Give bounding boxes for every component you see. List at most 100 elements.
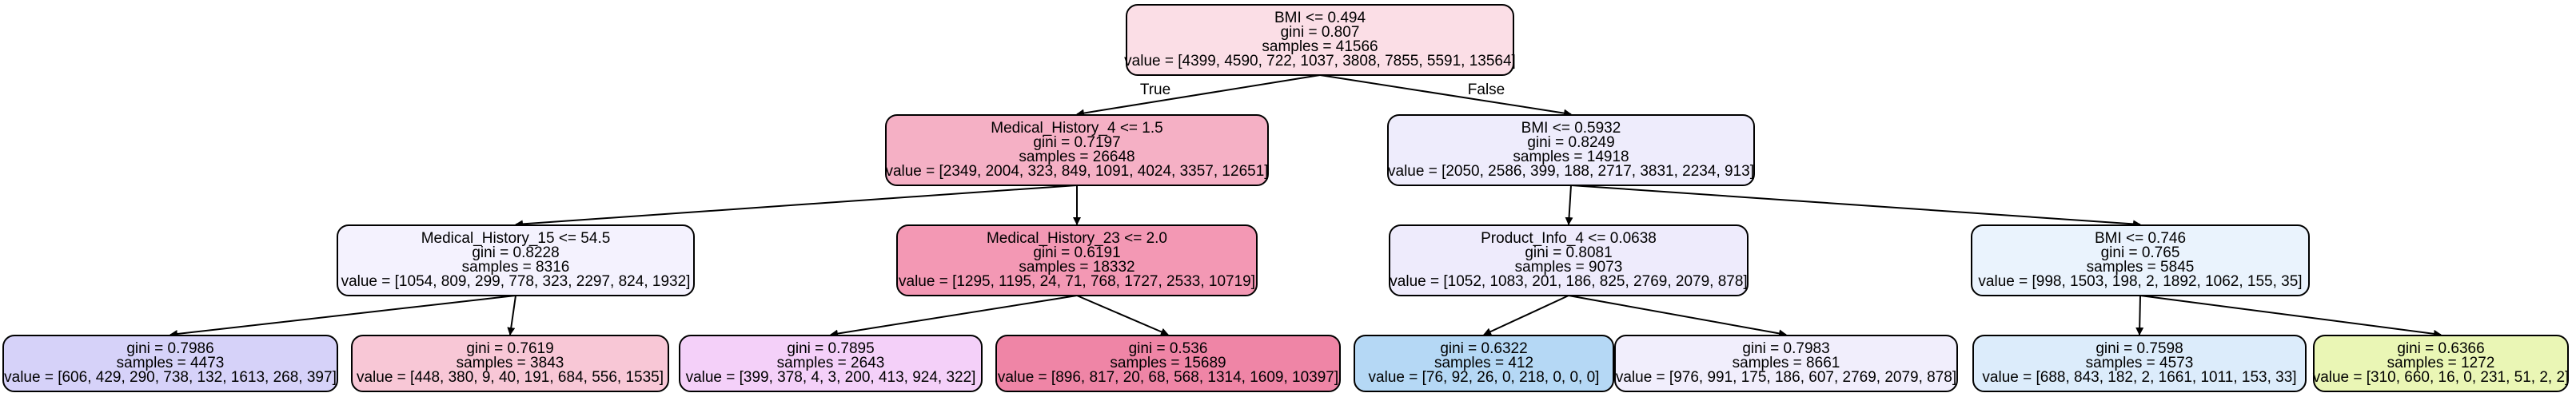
node-text-line: samples = 18332 xyxy=(1019,259,1134,276)
edge-left1-to-ll2 xyxy=(515,185,1078,228)
node-text-line: gini = 0.7197 xyxy=(1033,134,1120,151)
node-box xyxy=(337,224,695,296)
node-box xyxy=(1971,224,2310,296)
edge-lr2-to-leaf3 xyxy=(830,295,1078,338)
edge-root-to-right1 xyxy=(1319,74,1572,117)
node-text-line: gini = 0.8081 xyxy=(1525,244,1612,261)
edge-rr2-to-leaf7 xyxy=(2135,295,2144,335)
node-text-line: gini = 0.6322 xyxy=(1440,340,1527,357)
node-text-line: samples = 14918 xyxy=(1513,149,1629,165)
node-box xyxy=(2,335,338,392)
edge-root-to-left1 xyxy=(1076,74,1321,117)
node-text-line: samples = 8316 xyxy=(462,259,570,276)
node-text-line: value = [688, 843, 182, 2, 1661, 1011, 1… xyxy=(1982,369,2296,386)
edge-ll2-to-leaf2 xyxy=(507,295,516,335)
node-text-line: samples = 1272 xyxy=(2387,355,2495,371)
edge-rl2-to-leaf6 xyxy=(1568,295,1787,338)
node-box xyxy=(2313,335,2569,392)
node-text-line: value = [448, 380, 9, 40, 191, 684, 556,… xyxy=(357,369,664,386)
node-box xyxy=(351,335,669,392)
node-text-line: samples = 41566 xyxy=(1262,38,1378,55)
node-text-line: gini = 0.7986 xyxy=(126,340,213,357)
node-text-line: Product_Info_4 <= 0.0638 xyxy=(1481,230,1657,247)
node-box xyxy=(1387,114,1755,186)
node-text-line: gini = 0.7619 xyxy=(466,340,553,357)
node-text-line: gini = 0.536 xyxy=(1129,340,1208,357)
edge-labels: True False xyxy=(1140,81,1505,98)
false-edge-label: False xyxy=(1468,81,1505,98)
node-box xyxy=(896,224,1258,296)
node-text-line: samples = 4573 xyxy=(2086,355,2194,371)
node-box xyxy=(995,335,1341,392)
node-text-line: Medical_History_15 <= 54.5 xyxy=(421,230,611,247)
node-text-line: gini = 0.7895 xyxy=(787,340,874,357)
node-text-line: gini = 0.8228 xyxy=(472,244,559,261)
node-text-line: value = [896, 817, 20, 68, 568, 1314, 16… xyxy=(998,369,1338,386)
node-box xyxy=(1354,335,1614,392)
node-text-line: value = [399, 378, 4, 3, 200, 413, 924, … xyxy=(686,369,976,386)
node-box xyxy=(1389,224,1749,296)
node-text-line: BMI <= 0.494 xyxy=(1274,10,1366,26)
edge-rr2-to-leaf8 xyxy=(2139,295,2442,338)
node-text-line: samples = 3843 xyxy=(457,355,564,371)
node-text-line: samples = 15689 xyxy=(1110,355,1226,371)
node-box xyxy=(679,335,983,392)
node-text-line: value = [1295, 1195, 24, 71, 768, 1727, … xyxy=(899,273,1255,290)
node-text-line: samples = 4473 xyxy=(117,355,225,371)
true-edge-label: True xyxy=(1140,81,1170,98)
node-text-line: gini = 0.6191 xyxy=(1033,244,1120,261)
node-text-line: gini = 0.6366 xyxy=(2397,340,2484,357)
node-box xyxy=(1126,4,1514,76)
node-text-line: samples = 9073 xyxy=(1515,259,1623,276)
node-text-line: value = [2349, 2004, 323, 849, 1091, 402… xyxy=(885,163,1268,180)
node-text-line: samples = 8661 xyxy=(1733,355,1840,371)
edge-lr2-to-leaf4 xyxy=(1076,295,1169,336)
edge-ll2-to-leaf1 xyxy=(169,295,516,338)
node-text-line: samples = 412 xyxy=(1434,355,1533,371)
node-text-line: BMI <= 0.5932 xyxy=(1521,120,1621,137)
tree-edges xyxy=(169,74,2442,338)
node-text-line: Medical_History_23 <= 2.0 xyxy=(987,230,1167,247)
node-text-line: value = [310, 660, 16, 0, 231, 51, 2, 2] xyxy=(2313,369,2570,386)
node-text-line: gini = 0.8249 xyxy=(1527,134,1614,151)
node-text-line: Medical_History_4 <= 1.5 xyxy=(991,120,1162,137)
node-text-line: value = [1054, 809, 299, 778, 323, 2297,… xyxy=(341,273,691,290)
node-text-line: value = [76, 92, 26, 0, 218, 0, 0, 0] xyxy=(1369,369,1600,386)
node-text-line: value = [2050, 2586, 399, 188, 2717, 383… xyxy=(1388,163,1754,180)
node-text-line: BMI <= 0.746 xyxy=(2095,230,2186,247)
node-box xyxy=(1972,335,2307,392)
node-text-line: value = [976, 991, 175, 186, 607, 2769, … xyxy=(1616,369,1956,386)
node-box xyxy=(885,114,1269,186)
node-text-line: samples = 2643 xyxy=(777,355,885,371)
edge-right1-to-rl2 xyxy=(1565,185,1573,225)
node-text-line: value = [998, 1503, 198, 2, 1892, 1062, … xyxy=(1978,273,2302,290)
node-text-line: samples = 5845 xyxy=(2087,259,2195,276)
node-text-line: gini = 0.7983 xyxy=(1742,340,1829,357)
node-box xyxy=(1614,335,1958,392)
edge-right1-to-rr2 xyxy=(1570,185,2141,228)
node-text-line: gini = 0.765 xyxy=(2101,244,2180,261)
node-text-line: gini = 0.807 xyxy=(1281,24,1360,41)
node-text-line: value = [606, 429, 290, 738, 132, 1613, … xyxy=(4,369,337,386)
edge-rl2-to-leaf5 xyxy=(1483,295,1569,335)
node-text-line: value = [1052, 1083, 201, 186, 825, 2769… xyxy=(1390,273,1747,290)
node-text-line: value = [4399, 4590, 722, 1037, 3808, 78… xyxy=(1124,53,1516,69)
node-text-line: gini = 0.7598 xyxy=(2095,340,2183,357)
node-text-line: samples = 26648 xyxy=(1019,149,1134,165)
